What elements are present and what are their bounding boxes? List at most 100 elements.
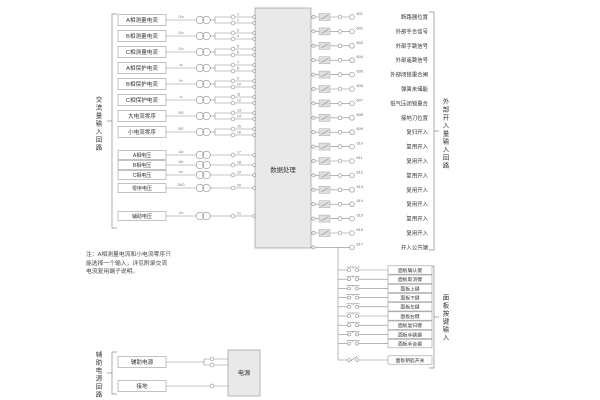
- terminal: [347, 314, 351, 318]
- terminal: [355, 268, 359, 272]
- terminal-number: 605: [357, 70, 363, 74]
- terminal: [347, 268, 351, 272]
- terminal-number: 607: [357, 98, 363, 102]
- terminal: [347, 323, 351, 328]
- input-label: 复用开入: [406, 229, 428, 237]
- signal-label: 3I0': [178, 127, 184, 131]
- row-label: 接地: [136, 382, 148, 390]
- terminal-number: 614: [357, 199, 363, 203]
- row-label: A相测量电流: [126, 16, 158, 24]
- terminal: [252, 214, 257, 218]
- terminal: [252, 85, 257, 89]
- terminal: [230, 185, 236, 191]
- label-box: [387, 283, 433, 293]
- label-box: [387, 339, 433, 349]
- wire: [321, 129, 329, 135]
- ct-symbol: [195, 79, 205, 89]
- input-label: 接地刀位置: [401, 114, 429, 122]
- wire: [321, 144, 329, 149]
- panel-key-row: 面板手合键: [338, 339, 433, 349]
- ct-symbol: [195, 127, 205, 137]
- terminal-number: 611: [357, 156, 363, 160]
- terminal: [349, 14, 355, 20]
- terminal: [252, 127, 257, 131]
- terminal: [355, 332, 359, 337]
- terminal: [230, 162, 236, 168]
- terminal-number: 608: [357, 113, 363, 117]
- signal-label: Ic: [180, 95, 183, 99]
- data-processing-block: [254, 7, 312, 249]
- terminal: [252, 117, 257, 121]
- terminal: [209, 356, 215, 362]
- wire: [321, 230, 329, 236]
- panel-key-row: 面板手跳键: [338, 329, 433, 339]
- terminal-number: 15: [237, 125, 241, 129]
- label-box: [387, 311, 433, 321]
- terminal: [230, 132, 236, 138]
- terminal: [349, 244, 355, 251]
- row-label: C相保护电流: [126, 96, 158, 104]
- signal-label: Ux: [179, 211, 184, 215]
- terminal: [349, 115, 355, 121]
- terminal: [311, 187, 316, 192]
- terminal: [337, 202, 343, 207]
- terminal: [209, 362, 215, 368]
- input-label: 外部手合信号: [396, 27, 429, 35]
- terminal: [311, 15, 316, 19]
- input-label: 开入公共端: [401, 243, 429, 251]
- terminal: [337, 86, 343, 92]
- terminal: [347, 332, 351, 337]
- label-box: [387, 302, 433, 312]
- terminal: [349, 143, 355, 150]
- terminal: [349, 172, 355, 179]
- terminal-number: 610: [357, 142, 363, 146]
- wire: [321, 57, 329, 63]
- terminal: [355, 314, 359, 318]
- input-label: 外部闭锁重合闸: [390, 71, 428, 79]
- terminal: [230, 94, 236, 100]
- terminal-number: 10: [237, 83, 241, 87]
- terminal: [349, 129, 355, 135]
- key-label: 面板手跳键: [398, 331, 422, 338]
- terminal-number: 7: [237, 61, 239, 65]
- wire: [321, 29, 329, 34]
- terminal: [349, 43, 355, 49]
- terminal: [230, 116, 236, 122]
- terminal: [311, 43, 316, 48]
- data-processing-label: 数据处理: [270, 165, 296, 174]
- terminal: [230, 62, 236, 68]
- panel-key-row: 面板下键: [338, 293, 433, 303]
- terminal-number: 20: [237, 183, 241, 187]
- note-text: 注：A相测量电流和小电流零序只能选择一个输入，详见附录交流电流复用端子说明。: [86, 252, 172, 276]
- label-box: [387, 320, 433, 330]
- terminal: [347, 286, 351, 291]
- terminal: [355, 341, 359, 346]
- panel-key-row: 面板确认键: [338, 265, 433, 275]
- terminal: [230, 14, 236, 20]
- terminal-number: 601: [357, 12, 363, 16]
- terminal: [355, 358, 359, 362]
- terminal-number: 14: [237, 115, 241, 119]
- row-label: B相电压: [133, 162, 151, 169]
- wire: [349, 355, 358, 362]
- terminal: [337, 144, 343, 149]
- terminal: [311, 29, 316, 34]
- input-label: 复用开入: [406, 200, 428, 208]
- panel-key-row: 面板左键: [338, 302, 433, 312]
- terminal: [337, 173, 343, 178]
- terminal: [252, 21, 257, 25]
- wire: [321, 43, 329, 49]
- panel-key-group-label: 面板按键输入: [441, 294, 448, 342]
- terminal: [252, 95, 257, 99]
- terminal: [337, 158, 343, 164]
